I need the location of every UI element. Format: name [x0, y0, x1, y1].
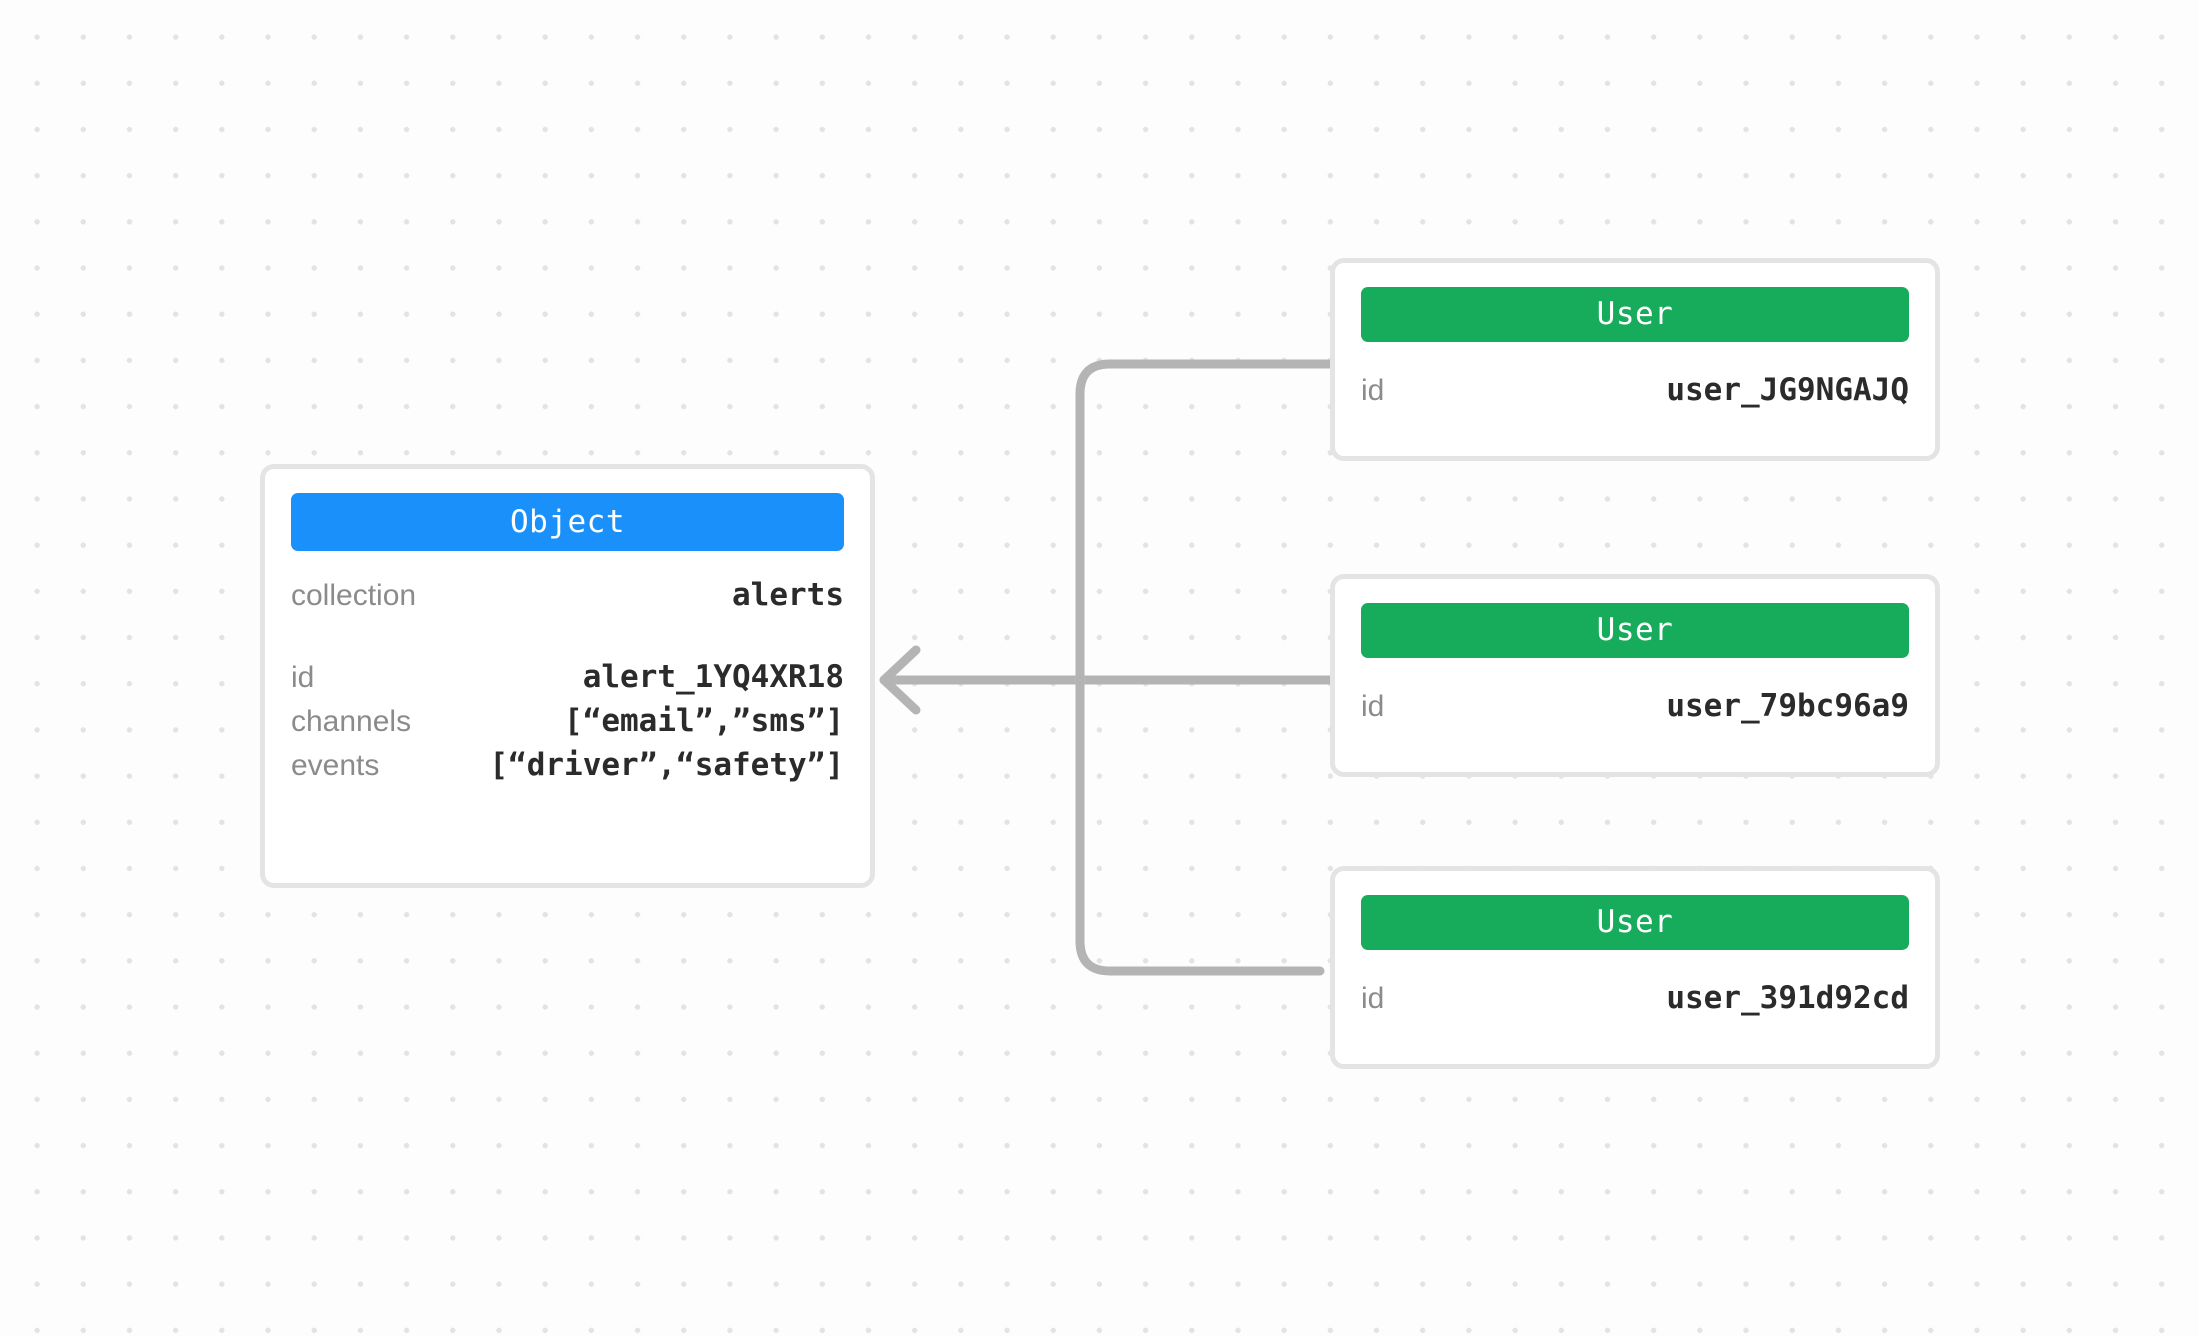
user-node-header: User: [1361, 603, 1909, 658]
field-row: id user_79bc96a9: [1361, 688, 1909, 724]
field-row: events [“driver”,“safety”]: [291, 747, 844, 783]
user-node[interactable]: User id user_391d92cd: [1330, 866, 1940, 1069]
field-value: [“email”,”sms”]: [564, 703, 844, 739]
field-value: user_391d92cd: [1666, 980, 1909, 1016]
field-value: [“driver”,“safety”]: [489, 747, 844, 783]
object-node-fields-primary: collection alerts: [291, 577, 844, 613]
field-key: id: [291, 661, 315, 694]
user-node-type-label: User: [1596, 904, 1674, 940]
user-node-type-label: User: [1596, 296, 1674, 332]
field-value: user_79bc96a9: [1666, 688, 1909, 724]
edge-object-to-user-0: [1075, 359, 1335, 685]
user-node-header: User: [1361, 287, 1909, 342]
object-node[interactable]: Object collection alerts id alert_1YQ4XR…: [260, 464, 875, 888]
user-node-type-label: User: [1596, 612, 1674, 648]
field-value: alert_1YQ4XR18: [582, 659, 844, 695]
object-node-fields-secondary: id alert_1YQ4XR18 channels [“email”,”sms…: [291, 659, 844, 783]
field-value: alerts: [732, 577, 844, 613]
field-row: id user_JG9NGAJQ: [1361, 372, 1909, 408]
edge-object-to-user-2: [1075, 675, 1325, 976]
object-node-type-label: Object: [510, 503, 625, 540]
field-row: collection alerts: [291, 577, 844, 613]
field-row: channels [“email”,”sms”]: [291, 703, 844, 739]
field-key: id: [1361, 690, 1385, 723]
field-key: collection: [291, 579, 417, 612]
object-node-header: Object: [291, 493, 844, 551]
field-key: channels: [291, 705, 412, 738]
user-node-fields: id user_79bc96a9: [1361, 688, 1909, 724]
user-node-fields: id user_391d92cd: [1361, 980, 1909, 1016]
field-key: events: [291, 749, 380, 782]
user-node-fields: id user_JG9NGAJQ: [1361, 372, 1909, 408]
field-key: id: [1361, 982, 1385, 1015]
field-row: id alert_1YQ4XR18: [291, 659, 844, 695]
user-node[interactable]: User id user_79bc96a9: [1330, 574, 1940, 777]
arrow-head-icon: [879, 645, 921, 715]
user-node-header: User: [1361, 895, 1909, 950]
user-node[interactable]: User id user_JG9NGAJQ: [1330, 258, 1940, 461]
field-row: id user_391d92cd: [1361, 980, 1909, 1016]
field-key: id: [1361, 374, 1385, 407]
field-value: user_JG9NGAJQ: [1666, 372, 1909, 408]
